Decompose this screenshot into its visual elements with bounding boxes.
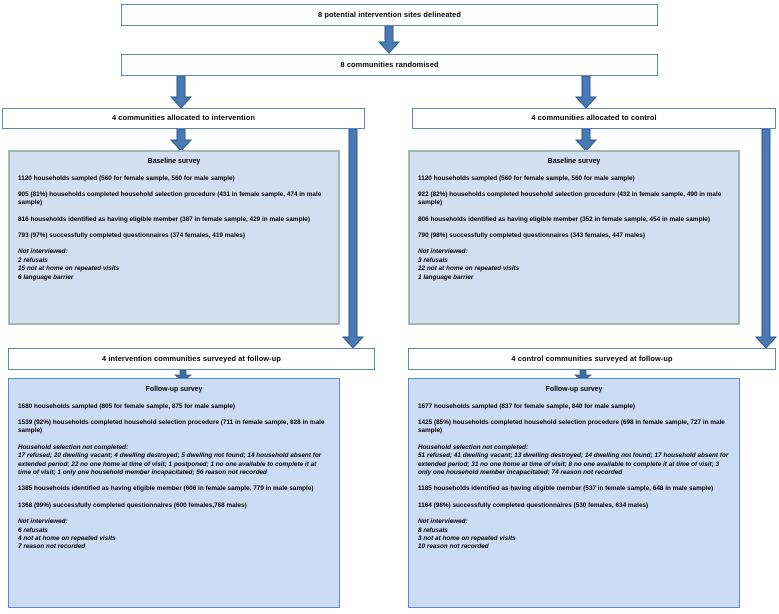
baseline-right-not-interviewed: Not interviewed: 3 refusals 12 not at ho… (418, 248, 730, 282)
baseline-right-not-interviewed-line: 3 refusals (418, 256, 448, 264)
arrow-intervention-to-followup (342, 129, 364, 349)
box-allocated-intervention-label: 4 communities allocated to intervention (111, 113, 256, 123)
followup-right-not-interviewed-line: 3 not at home on repeated visits (418, 534, 516, 542)
followup-left-eligible: 1385 households identified as having eli… (18, 485, 314, 493)
panel-followup-control: Follow-up survey 1677 households sampled… (408, 378, 740, 608)
panel-baseline-intervention-heading: Baseline survey (147, 158, 201, 165)
panel-baseline-intervention: Baseline survey 1120 households sampled … (8, 150, 340, 325)
baseline-right-not-interviewed-line: 12 not at home on repeated visits (418, 265, 520, 273)
baseline-right-sampled: 1120 households sampled (560 for female … (418, 174, 635, 182)
panel-followup-intervention-heading: Follow-up survey (145, 386, 203, 393)
followup-left-selection-not-completed-heading: Household selection not completed: (18, 443, 129, 451)
box-potential-sites: 8 potential intervention sites delineate… (121, 4, 658, 26)
box-allocated-control-label: 4 communities allocated to control (531, 113, 657, 123)
followup-right-not-interviewed-heading: Not interviewed: (418, 518, 468, 526)
followup-right-eligible: 1185 households identified as having eli… (418, 485, 714, 493)
panel-baseline-control-heading: Baseline survey (547, 158, 601, 165)
followup-right-selection-not-completed-heading: Household selection not completed: (418, 443, 529, 451)
baseline-left-not-interviewed: Not interviewed: 2 refusals 15 not at ho… (18, 248, 330, 282)
baseline-right-eligible: 806 households identified as having elig… (418, 215, 710, 223)
baseline-left-not-interviewed-line: 15 not at home on repeated visits (18, 265, 120, 273)
arrow-control-to-baseline (575, 129, 597, 152)
followup-right-not-interviewed-line: 10 reason not recorded (418, 543, 489, 551)
followup-left-sampled: 1680 households sampled (805 for female … (18, 402, 236, 410)
box-control-followup-title: 4 control communities surveyed at follow… (408, 348, 776, 370)
baseline-left-not-interviewed-line: 2 refusals (18, 256, 48, 264)
followup-right-questionnaires: 1164 (98%) successfully completed questi… (418, 501, 649, 509)
followup-right-selection-not-completed: Household selection not completed: 51 re… (418, 444, 730, 478)
arrow-randomised-to-intervention (170, 76, 192, 109)
panel-baseline-control: Baseline survey 1120 households sampled … (408, 150, 740, 325)
followup-right-not-interviewed: Not interviewed: 8 refusals 3 not at hom… (418, 518, 730, 552)
baseline-right-not-interviewed-heading: Not interviewed: (418, 248, 468, 256)
box-intervention-followup-title-label: 4 intervention communities surveyed at f… (102, 353, 281, 363)
baseline-left-not-interviewed-heading: Not interviewed: (18, 248, 68, 256)
baseline-left-questionnaires: 793 (97%) successfully completed questio… (18, 231, 245, 239)
followup-right-not-interviewed-line: 8 refusals (418, 526, 448, 534)
box-communities-randomised: 8 communities randomised (121, 54, 658, 76)
followup-left-not-interviewed-line: 4 not at home on repeated visits (18, 534, 116, 542)
arrow-randomised-to-control (575, 76, 597, 109)
followup-left-selection-completed: 1539 (92%) households completed househol… (18, 418, 325, 435)
followup-left-not-interviewed: Not interviewed: 6 refusals 4 not at hom… (18, 518, 330, 552)
box-communities-randomised-label: 8 communities randomised (340, 59, 439, 69)
baseline-left-not-interviewed-line: 6 language barrier (18, 273, 74, 281)
baseline-right-questionnaires: 790 (98%) successfully completed questio… (418, 231, 645, 239)
followup-left-not-interviewed-line: 6 refusals (18, 526, 48, 534)
panel-followup-intervention: Follow-up survey 1680 households sampled… (8, 378, 340, 608)
box-allocated-control: 4 communities allocated to control (412, 108, 776, 129)
box-allocated-intervention: 4 communities allocated to intervention (2, 108, 365, 129)
baseline-right-not-interviewed-line: 1 language barrier (418, 273, 474, 281)
followup-left-selection-not-completed-body: 17 refused; 20 dwelling vacant; 4 dwelli… (18, 452, 322, 476)
followup-right-sampled: 1677 households sampled (837 for female … (418, 402, 636, 410)
arrow-sites-to-randomised (378, 26, 400, 54)
baseline-right-selection-completed: 922 (82%) households completed household… (418, 190, 722, 207)
baseline-left-sampled: 1120 households sampled (560 for female … (18, 174, 235, 182)
arrow-intervention-to-baseline (170, 129, 192, 152)
followup-left-selection-not-completed: Household selection not completed: 17 re… (18, 444, 330, 478)
followup-right-selection-completed: 1425 (85%) households completed househol… (418, 418, 725, 435)
followup-left-questionnaires: 1368 (99%) successfully completed questi… (18, 501, 247, 509)
box-intervention-followup-title: 4 intervention communities surveyed at f… (8, 348, 375, 370)
box-potential-sites-label: 8 potential intervention sites delineate… (318, 9, 461, 19)
box-control-followup-title-label: 4 control communities surveyed at follow… (511, 353, 673, 363)
baseline-left-selection-completed: 905 (81%) households completed household… (18, 190, 322, 207)
followup-left-not-interviewed-heading: Not interviewed: (18, 518, 68, 526)
followup-left-not-interviewed-line: 7 reason not recorded (18, 543, 86, 551)
baseline-left-eligible: 816 households identified as having elig… (18, 215, 310, 223)
panel-followup-control-heading: Follow-up survey (545, 386, 603, 393)
followup-right-selection-not-completed-body: 51 refused; 41 dwelling vacant; 13 dwell… (418, 452, 729, 476)
arrow-control-to-followup (755, 129, 777, 349)
